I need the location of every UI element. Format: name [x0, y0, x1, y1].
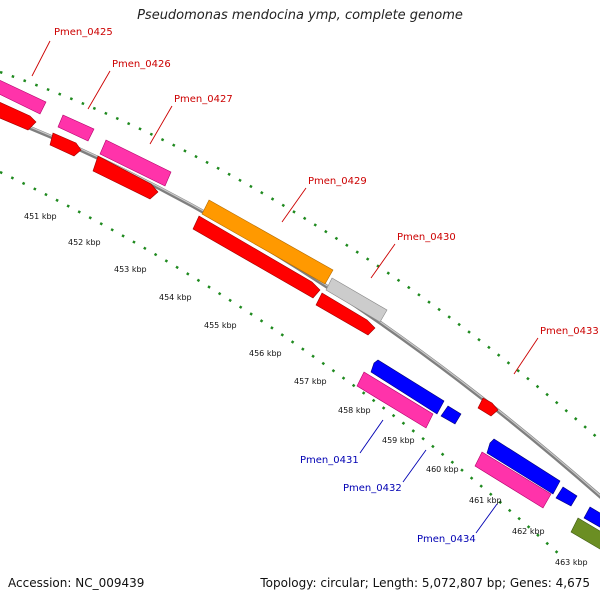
- gene-label[interactable]: Pmen_0434: [417, 534, 476, 545]
- gene-bar: [570, 517, 600, 550]
- leader-line: [149, 105, 173, 145]
- feature-pmen-0429[interactable]: [192, 199, 334, 299]
- gene-bar: [325, 277, 388, 323]
- leader-line: [513, 337, 539, 375]
- leader-line: [31, 40, 51, 77]
- kbp-label: 456 kbp: [249, 349, 282, 358]
- gene-label[interactable]: Pmen_0433: [540, 326, 599, 337]
- feature-pmen-0430[interactable]: [315, 277, 388, 336]
- kbp-label: 458 kbp: [338, 406, 371, 415]
- feature-pmen-0431[interactable]: [356, 371, 434, 429]
- gene-label[interactable]: Pmen_0425: [54, 27, 113, 38]
- gene-label[interactable]: Pmen_0432: [343, 483, 402, 494]
- label-leaders: [31, 40, 539, 534]
- cds-arrow: [92, 155, 159, 200]
- kbp-label: 463 kbp: [555, 558, 588, 567]
- gene-bar: [0, 80, 47, 115]
- page-title: Pseudomonas mendocina ymp, complete geno…: [137, 8, 463, 23]
- genome-stats: Topology: circular; Length: 5,072,807 bp…: [260, 576, 590, 590]
- gene-label[interactable]: Pmen_0426: [112, 59, 171, 70]
- cds-arrow-tip: [440, 405, 462, 425]
- leader-line: [87, 70, 111, 110]
- cds-arrow: [315, 292, 376, 336]
- feature-pmen-0434[interactable]: [474, 438, 578, 509]
- feature-pmen-0427[interactable]: [92, 139, 172, 200]
- gene-label[interactable]: Pmen_0427: [174, 94, 233, 105]
- gene-label[interactable]: Pmen_0429: [308, 176, 367, 187]
- leader-line: [359, 419, 384, 454]
- cds-arrow-tip: [555, 486, 578, 507]
- accession-text: Accession: NC_009439: [8, 576, 145, 590]
- kbp-label: 461 kbp: [469, 496, 502, 505]
- cds-arrow: [49, 132, 82, 157]
- kbp-label: 453 kbp: [114, 265, 147, 274]
- cds-arrow: [583, 506, 600, 528]
- cds-arrow: [370, 359, 445, 415]
- leader-line: [475, 503, 498, 534]
- feature-next[interactable]: [570, 506, 600, 552]
- kbp-label: 451 kbp: [24, 212, 57, 221]
- cds-arrow: [192, 215, 321, 299]
- kbp-label: 457 kbp: [294, 377, 327, 386]
- cds-arrow: [0, 101, 37, 131]
- leader-line: [402, 449, 427, 483]
- genome-backbone: [0, 113, 600, 499]
- leader-line: [281, 187, 307, 223]
- gene-bar: [99, 139, 172, 187]
- kbp-label: 455 kbp: [204, 321, 237, 330]
- gene-label[interactable]: Pmen_0431: [300, 455, 359, 466]
- kbp-labels: 451 kbp 452 kbp 453 kbp 454 kbp 455 kbp …: [24, 212, 588, 567]
- kbp-label: 459 kbp: [382, 436, 415, 445]
- feature-pmen-0425[interactable]: [0, 78, 47, 131]
- cds-arrow: [486, 438, 561, 495]
- feature-pmen-0426[interactable]: [49, 114, 95, 157]
- gene-bar: [57, 114, 95, 142]
- kbp-label: 452 kbp: [68, 238, 101, 247]
- feature-pmen-0432[interactable]: [370, 359, 462, 425]
- genome-backbone-highlight: [0, 114, 600, 497]
- kbp-label: 460 kbp: [426, 465, 459, 474]
- leader-line: [370, 243, 396, 279]
- gene-bar: [474, 451, 552, 509]
- gene-bar: [356, 371, 434, 429]
- kbp-label: 454 kbp: [159, 293, 192, 302]
- cds-arrow: [477, 397, 499, 417]
- gene-labels: Pmen_0425 Pmen_0426 Pmen_0427 Pmen_0429 …: [54, 27, 599, 545]
- gene-bar: [201, 199, 334, 285]
- gene-label[interactable]: Pmen_0430: [397, 232, 456, 243]
- kbp-label: 462 kbp: [512, 527, 545, 536]
- feature-pmen-0433[interactable]: [477, 397, 499, 417]
